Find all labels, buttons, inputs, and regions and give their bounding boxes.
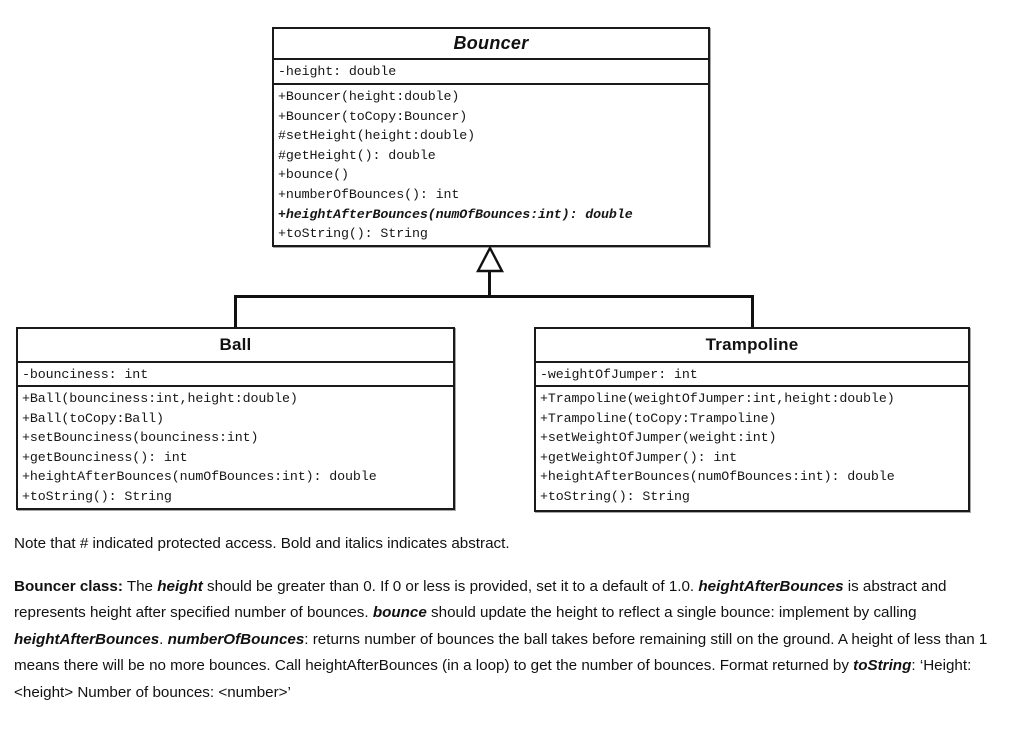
class-methods-bouncer: +Bouncer(height:double) +Bouncer(toCopy:… (274, 85, 708, 247)
class-method: #setHeight(height:double) (278, 128, 475, 144)
class-method: +Trampoline(weightOfJumper:int,height:do… (540, 391, 895, 406)
class-method: +toString(): String (278, 226, 428, 242)
class-attribute: -weightOfJumper: int (540, 367, 698, 382)
class-attributes-bouncer: -height: double (274, 60, 708, 85)
class-method: +setWeightOfJumper(weight:int) (540, 430, 777, 446)
class-method: +numberOfBounces(): int (278, 186, 460, 202)
class-method: +heightAfterBounces(numOfBounces:int): d… (22, 469, 377, 485)
generalization-drop-trampoline (751, 295, 754, 329)
class-method: #getHeight(): double (278, 147, 436, 163)
class-title-ball: Ball (18, 329, 453, 363)
class-box-ball[interactable]: Ball -bounciness: int +Ball(bounciness:i… (16, 327, 455, 510)
generalization-rail (234, 295, 754, 298)
class-box-bouncer[interactable]: Bouncer -height: double +Bouncer(height:… (272, 27, 710, 247)
class-attributes-trampoline: -weightOfJumper: int (536, 363, 968, 387)
notes-block: Note that # indicated protected access. … (14, 531, 1004, 706)
class-box-trampoline[interactable]: Trampoline -weightOfJumper: int +Trampol… (534, 327, 970, 512)
class-methods-trampoline: +Trampoline(weightOfJumper:int,height:do… (536, 387, 968, 510)
notes-legend: Note that # indicated protected access. … (14, 535, 510, 552)
notes-paragraph: Bouncer class: The height should be grea… (14, 577, 988, 701)
class-attribute: -bounciness: int (22, 367, 149, 382)
class-method: +Bouncer(height:double) (278, 89, 460, 104)
class-methods-ball: +Ball(bounciness:int,height:double) +Bal… (18, 387, 453, 510)
class-method: +toString(): String (540, 488, 690, 504)
class-attributes-ball: -bounciness: int (18, 363, 453, 387)
generalization-stem (488, 272, 491, 298)
class-method: +setBounciness(bounciness:int) (22, 430, 259, 446)
class-attribute: -height: double (278, 64, 397, 79)
class-method: +Ball(toCopy:Ball) (22, 410, 164, 426)
generalization-triangle-icon (476, 247, 504, 273)
class-method: +toString(): String (22, 488, 172, 504)
class-method: +Ball(bounciness:int,height:double) (22, 391, 298, 406)
class-method: +heightAfterBounces(numOfBounces:int): d… (540, 469, 895, 485)
class-title-bouncer: Bouncer (274, 29, 708, 60)
class-method: +Bouncer(toCopy:Bouncer) (278, 108, 468, 124)
generalization-drop-ball (234, 295, 237, 329)
class-method: +getWeightOfJumper(): int (540, 449, 737, 465)
class-method: +bounce() (278, 167, 349, 183)
class-method: +getBounciness(): int (22, 449, 188, 465)
class-method: +Trampoline(toCopy:Trampoline) (540, 410, 777, 426)
class-method-abstract: +heightAfterBounces(numOfBounces:int): d… (278, 206, 633, 222)
class-title-trampoline: Trampoline (536, 329, 968, 363)
